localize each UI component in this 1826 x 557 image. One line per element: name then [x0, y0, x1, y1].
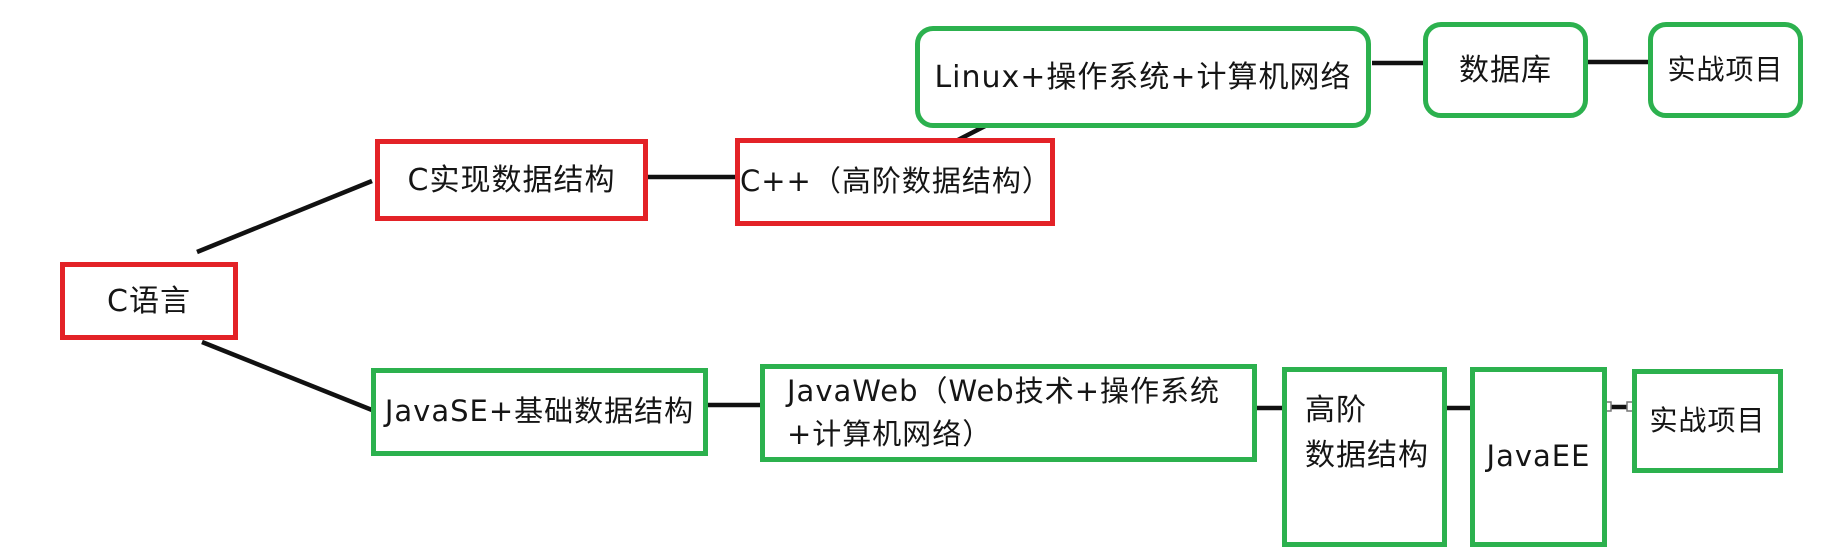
node-label: 实战项目	[1649, 404, 1766, 437]
connector-clang-to-javase[interactable]	[201, 339, 373, 413]
node-label: 数据库	[1459, 52, 1552, 88]
connector-clang-to-cds[interactable]	[196, 178, 373, 255]
node-javaee[interactable]: JavaEE	[1470, 367, 1607, 547]
node-label: C语言	[107, 283, 191, 319]
node-project-bottom[interactable]: 实战项目	[1632, 369, 1783, 473]
node-database[interactable]: 数据库	[1423, 22, 1588, 118]
node-label: JavaWeb（Web技术+操作系统 +计算机网络）	[787, 373, 1221, 452]
node-c-data-structures[interactable]: C实现数据结构	[375, 139, 648, 221]
node-javaweb[interactable]: JavaWeb（Web技术+操作系统 +计算机网络）	[760, 364, 1257, 462]
node-label: C++（高阶数据结构）	[740, 164, 1052, 199]
node-label: 高阶 数据结构	[1305, 393, 1429, 473]
node-label: JavaEE	[1486, 439, 1591, 474]
node-javase-basic-ds[interactable]: JavaSE+基础数据结构	[371, 368, 708, 456]
node-c-language[interactable]: C语言	[60, 262, 238, 340]
node-label: 实战项目	[1667, 53, 1784, 86]
node-label: C实现数据结构	[407, 162, 616, 198]
node-cpp-advanced-ds[interactable]: C++（高阶数据结构）	[735, 138, 1055, 226]
node-linux-os-network[interactable]: Linux+操作系统+计算机网络	[915, 26, 1371, 128]
node-label: JavaSE+基础数据结构	[384, 394, 695, 429]
node-project-top[interactable]: 实战项目	[1648, 22, 1803, 118]
node-label: Linux+操作系统+计算机网络	[934, 59, 1352, 95]
node-advanced-data-structures[interactable]: 高阶 数据结构	[1282, 367, 1447, 547]
